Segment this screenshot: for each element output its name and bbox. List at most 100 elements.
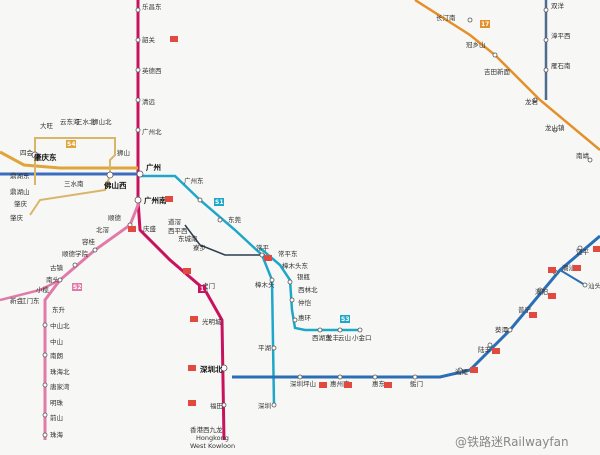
line-tan [29,137,116,216]
station-qingsheng: 庆盛 [143,224,157,233]
line-blue [232,234,600,379]
station-dongguan: 东莞 [228,215,242,224]
station-hongmei: 鲘门 [410,379,423,388]
station-gubao: 古镇 [50,263,64,272]
station-shishan-north: 狮山北 [92,117,112,126]
station-sihui: 四会 [20,148,34,157]
station-jiangmen-east: 江门东 [20,296,40,305]
station-shishan: 狮山 [117,148,130,157]
line-dg [184,224,265,256]
line-badge-1: 1 [200,286,204,293]
station-zhangmutou: 樟木头 [255,280,275,289]
station-shenzhen: 深圳 [258,401,271,410]
station-dinghu-east: 鼎湖东 [10,171,30,180]
station-liaobu: 寮步 [193,243,207,252]
line-badge-1-bg [198,285,206,293]
station-guangzhou-east: 广州东 [184,176,204,185]
station-zhangping-west: 漳平西 [551,31,571,40]
station-xiaolan: 小榄 [36,285,50,294]
station-yinping: 银瓶 [297,272,311,281]
station-zhuhai: 珠海 [50,430,64,439]
station-chaoyang: 潮阳 [535,287,548,296]
station-shenzhen-north: 深圳北 [200,364,223,374]
station-raoping: 饶平 [576,247,590,256]
line-badge-s3-bg [340,315,350,323]
station-qingyuan: 清远 [142,97,156,106]
station-shaoguan: 韶关 [142,35,156,44]
line-st [559,269,586,286]
station-zhaoqing-town: 肇庆 [14,199,28,208]
station-changxin-nan: 长汀南 [436,13,456,22]
station-lechang-east: 乐昌东 [142,2,162,11]
line-pink-branch [0,278,61,302]
station-jixin-mian: 吉田新面 [484,67,511,76]
station-shuangyang: 双洋 [551,1,565,10]
line-badge-s4: S4 [67,141,76,148]
station-guangzhou: 广州 [146,162,161,172]
station-mingzhu: 明珠 [50,398,64,407]
station-beijiao: 北滘 [96,225,110,234]
line-badge-s3: S3 [341,316,350,323]
station-xinhui: 新会 [10,296,24,305]
line-jingguang [136,0,226,441]
station-foshan-west: 佛山西 [103,180,127,190]
station-longfeng: 龙丰 [326,333,340,342]
station-daochao: 道滘 [168,217,182,226]
station-huidong: 惠东 [372,379,386,388]
station-westkowloon-en: West Kowloon [190,442,235,450]
transfer-tags [128,36,600,406]
station-sanshui-south: 三水南 [64,179,84,188]
line-badge-17: 17 [481,21,489,28]
station-puning: 普宁 [518,305,532,314]
station-yundong-hai: 云东海 [60,117,80,126]
station-guangzhou-north: 广州北 [142,127,162,136]
station-dongsheng: 东升 [52,305,66,314]
station-shantou: 汕头 [588,281,600,290]
station-sanshui-north: 三水北 [76,117,96,126]
station-zhuhai-north: 珠海北 [50,367,70,376]
station-xihu-east: 西湖东 [312,333,332,342]
line-badge-17-bg [480,20,490,28]
station-zhongshan-north: 中山北 [50,321,70,330]
station-pinghu: 平湖 [258,343,272,352]
station-nantou: 南头 [46,275,60,284]
station-rongui: 容桂 [82,237,96,246]
station-hongkong-wk: 香港西九龙 [190,425,223,434]
station-futian: 福田 [210,401,223,410]
line-badge-s1: S1 [215,199,224,206]
station-lufeng: 陆丰 [478,345,492,354]
station-shunde-xueyuan: 顺德学院 [62,249,89,258]
station-zhaoqing: 肇庆 [10,213,24,222]
watermark: @铁路迷Railwayfan [455,434,569,449]
station-dinghu-shan: 鼎湖山 [10,187,30,196]
station-shanwei: 汕尾 [455,367,469,376]
station-zhangmutou-east: 樟木头东 [282,261,309,270]
station-dawang: 大旺 [40,121,54,130]
station-changping: 常平 [256,243,270,252]
station-kuitan: 葵潭 [495,325,509,334]
station-shunde: 顺德 [108,213,122,222]
station-guangzhou-south: 广州南 [144,195,167,205]
station-humen: 虎门 [202,281,215,290]
station-shenzhen-pingshan: 深圳坪山 [290,379,316,388]
station-xiaojinkou: 小金口 [352,333,372,342]
station-yingde-west: 英德西 [142,66,162,75]
station-tangjiawan: 唐家湾 [50,382,70,391]
station-changping-east: 常平东 [278,249,298,258]
station-hongkong-en: Hongkong [196,434,229,442]
station-chaoshan: 潮汕 [562,263,575,272]
station-longshan-town: 龙山镇 [545,123,565,132]
line-cyan-s3 [259,247,360,332]
station-nanjing: 南靖 [576,151,590,160]
station-qianshan: 前山 [50,413,63,422]
station-guangmingcheng: 光明城 [202,317,222,326]
station-longyan: 龙岩 [525,97,539,106]
station-zhongshan: 中山 [50,337,63,346]
station-ximei-xi: 西平西 [168,227,188,235]
line-badge-s2-bg [72,283,82,291]
station-zhongkai: 仲恺 [298,298,312,307]
station-dongcheng-south: 东城南 [178,234,198,243]
station-zhaoqing-east: 肇庆东 [33,152,57,162]
line-gold [0,150,138,170]
station-xilin-north: 西林北 [298,285,318,294]
